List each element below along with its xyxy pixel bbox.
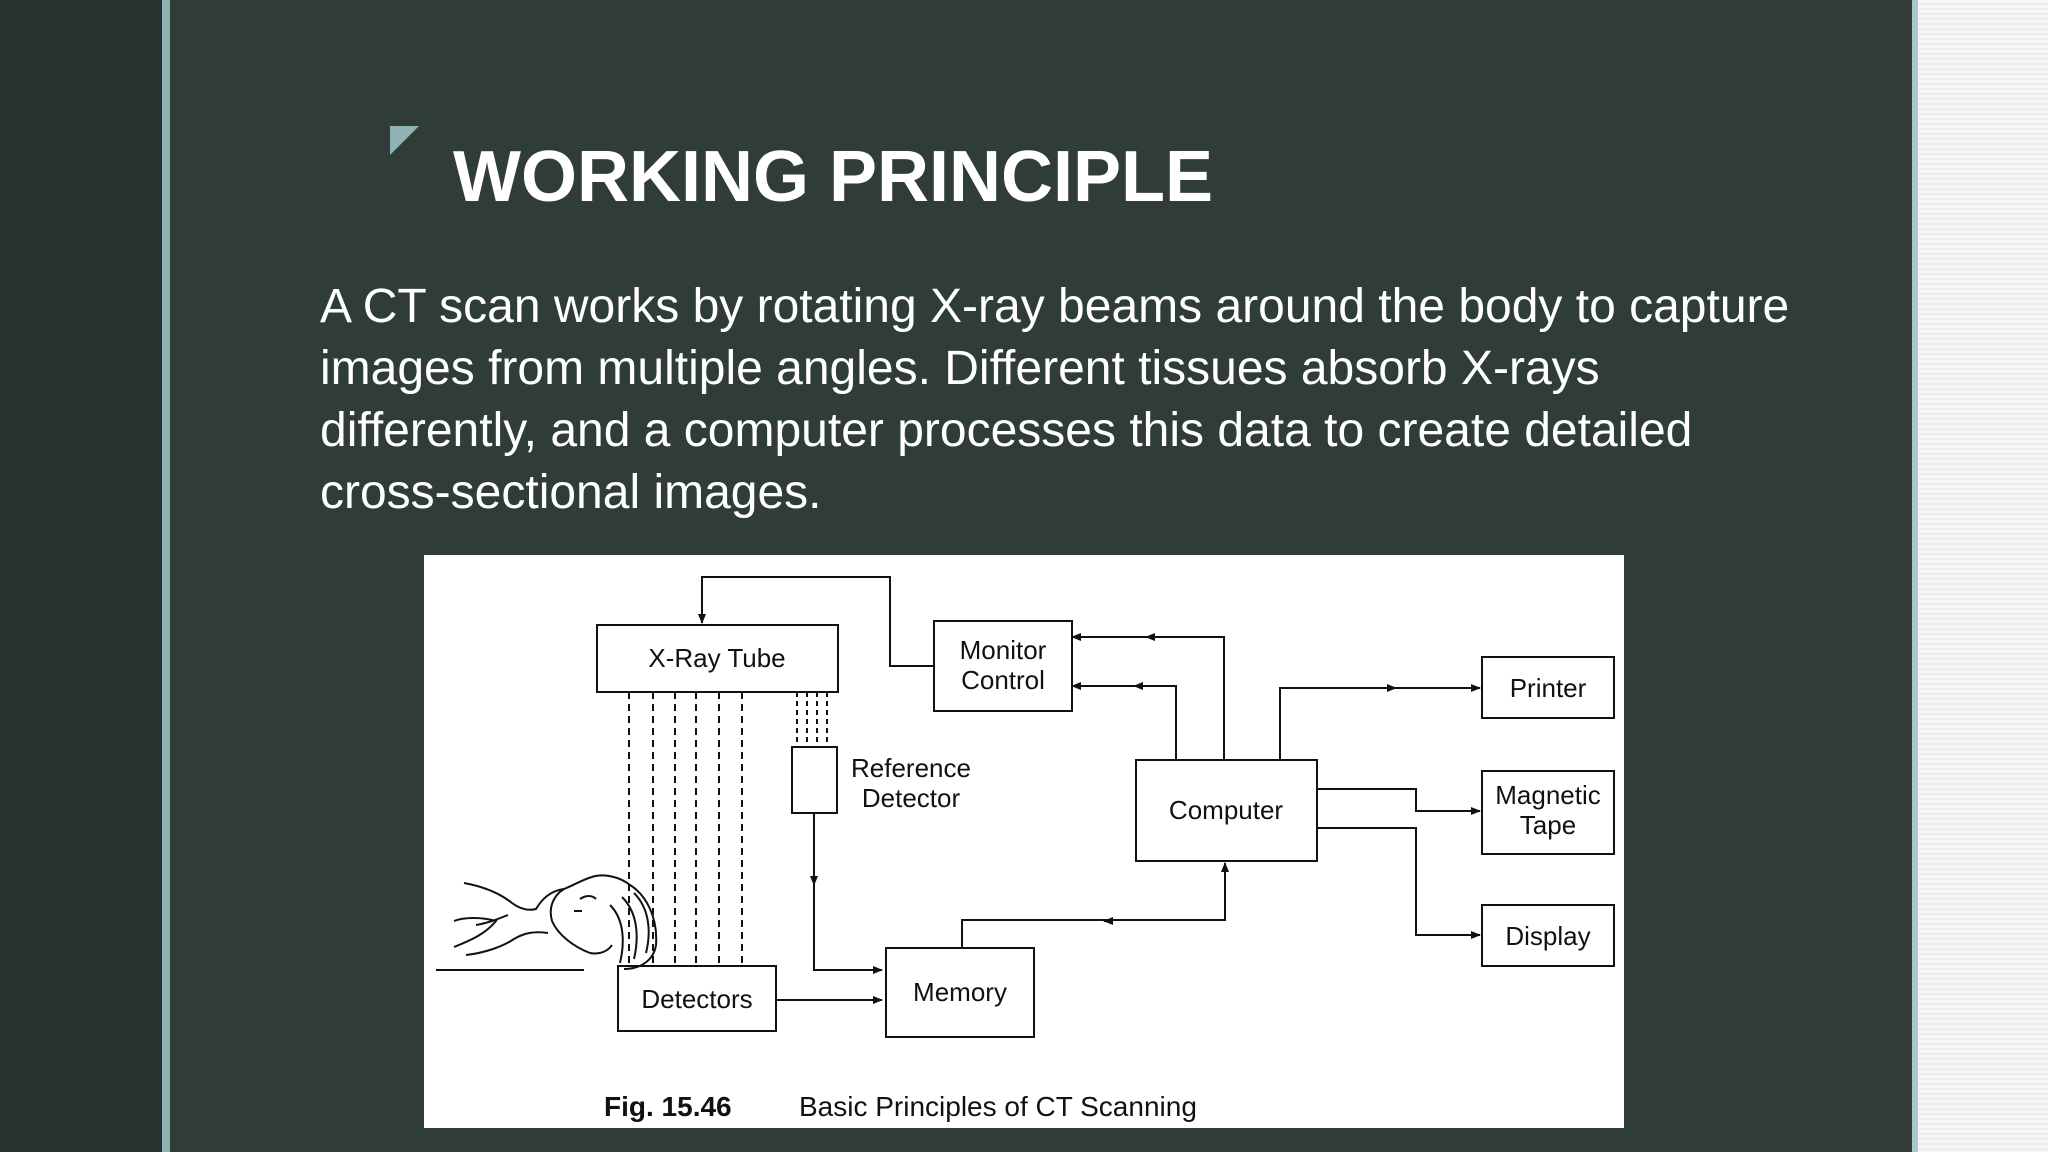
printer-box: [1481, 656, 1615, 719]
computer-to-printer-line: [1279, 684, 1481, 760]
memory-to-computer-line: [961, 862, 1229, 948]
reference-detector-box: [791, 746, 838, 814]
display-box: [1481, 904, 1615, 967]
display-label: Display: [1505, 921, 1590, 951]
ct-diagram: X-Ray Tube Monitor Control Reference Det…: [436, 576, 1615, 1122]
computer-to-tape-line: [1317, 788, 1481, 815]
right-accent-line: [1912, 0, 1918, 1152]
slide-body: A CT scan works by rotating X-ray beams …: [320, 280, 1790, 519]
left-band: [0, 0, 162, 1152]
magnetic-tape-label-line2: Tape: [1520, 810, 1576, 840]
xray-tube-label: X-Ray Tube: [648, 643, 785, 673]
slide-title: WORKING PRINCIPLE: [453, 137, 1214, 217]
detectors-box: [617, 965, 777, 1032]
xray-beams: [628, 692, 743, 966]
reference-label-line1: Reference: [851, 753, 971, 783]
magnetic-tape-box: [1481, 770, 1615, 855]
figure-number: Fig. 15.46: [604, 1091, 732, 1122]
reference-to-memory-line: [813, 813, 883, 974]
memory-box: [885, 947, 1035, 1038]
xray-tube-box: [596, 624, 839, 693]
computer-to-monitor-line-2: [1071, 682, 1177, 760]
computer-label: Computer: [1169, 795, 1283, 825]
detectors-label: Detectors: [641, 984, 752, 1014]
reference-label-line2: Detector: [862, 783, 961, 813]
monitor-label-line1: Monitor: [960, 635, 1047, 665]
figure-caption: Basic Principles of CT Scanning: [799, 1091, 1197, 1122]
right-margin: [1918, 0, 2048, 1152]
accent-line: [162, 0, 170, 1152]
computer-to-monitor-line-1: [1071, 633, 1225, 760]
monitor-label-line2: Control: [961, 665, 1045, 695]
patient-figure: [436, 874, 658, 971]
memory-label: Memory: [913, 977, 1007, 1007]
monitor-to-xray-line: [698, 576, 934, 667]
corner-triangle-icon: [390, 126, 419, 155]
printer-label: Printer: [1510, 673, 1587, 703]
computer-to-display-line: [1317, 827, 1481, 939]
computer-box: [1135, 759, 1318, 862]
ct-diagram-figure: X-Ray Tube Monitor Control Reference Det…: [424, 555, 1624, 1128]
magnetic-tape-label-line1: Magnetic: [1495, 780, 1601, 810]
reference-beams: [796, 692, 828, 747]
